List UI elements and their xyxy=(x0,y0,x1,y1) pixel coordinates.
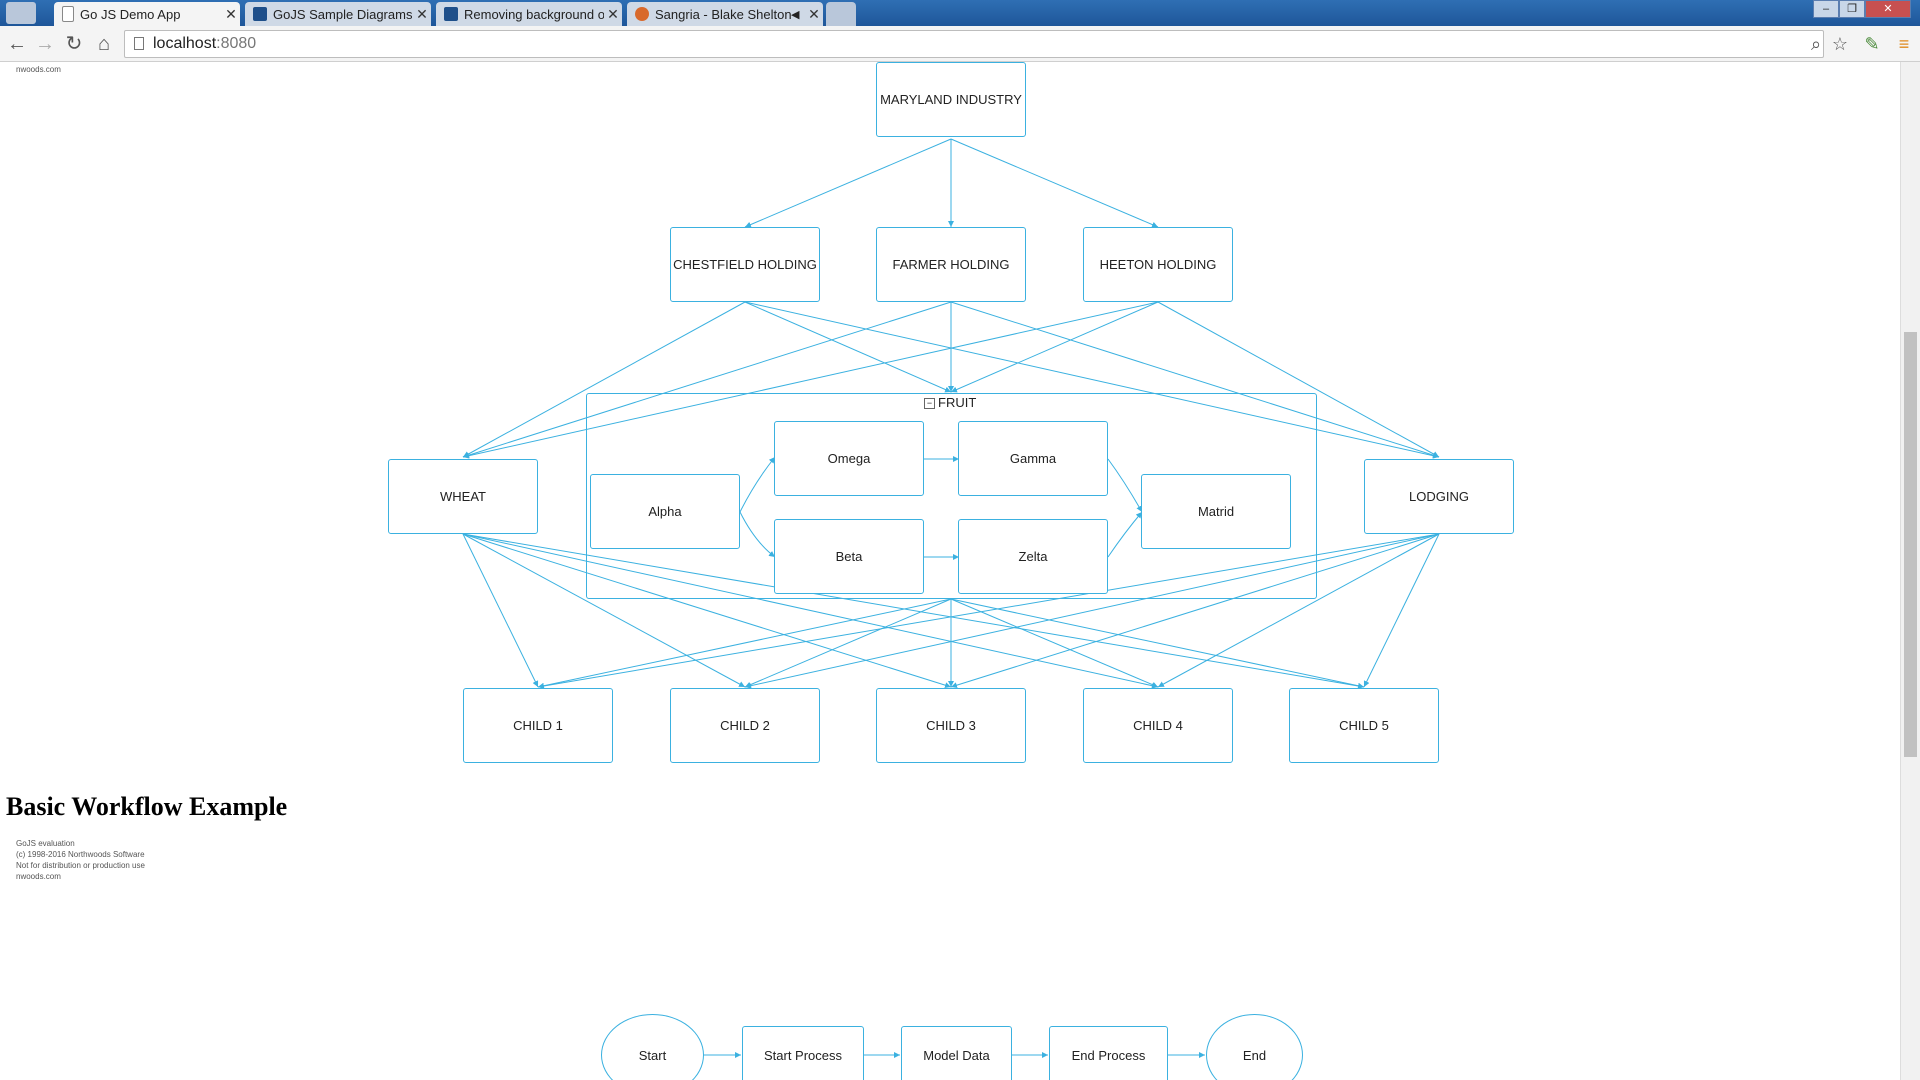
node-label: Gamma xyxy=(1009,451,1057,466)
new-tab-button[interactable] xyxy=(826,2,856,26)
node-child-2[interactable]: CHILD 2 xyxy=(670,688,820,763)
tab-label: Removing background on xyxy=(464,6,604,22)
group-title: FRUIT xyxy=(938,395,977,410)
group-fruit-header: −FRUIT xyxy=(924,395,976,410)
workflow-end-node[interactable]: End xyxy=(1206,1014,1303,1080)
evaluation-line: (c) 1998-2016 Northwoods Software xyxy=(16,850,145,859)
evaluation-line: GoJS evaluation xyxy=(16,839,75,848)
address-host: localhost xyxy=(153,35,217,52)
tab-gojs-sample-diagrams[interactable]: GoJS Sample Diagrams for ✕ xyxy=(245,2,431,26)
node-maryland-industry[interactable]: MARYLAND INDUSTRY xyxy=(876,62,1026,137)
section-heading: Basic Workflow Example xyxy=(6,792,288,821)
workflow-start-process-node[interactable]: Start Process xyxy=(742,1026,864,1080)
node-alpha[interactable]: Alpha xyxy=(590,474,740,549)
collapse-icon[interactable]: − xyxy=(924,398,935,410)
evaluation-notice: GoJS evaluation (c) 1998-2016 Northwoods… xyxy=(16,838,145,882)
forward-arrow-icon[interactable]: → xyxy=(35,33,55,55)
extension-icon[interactable]: ✎ xyxy=(1864,34,1880,54)
reload-icon[interactable]: ↻ xyxy=(65,33,83,55)
node-label: CHILD 4 xyxy=(1133,718,1183,733)
menu-icon[interactable]: ≡ xyxy=(1898,34,1910,54)
node-label: CHILD 3 xyxy=(926,718,976,733)
node-label: End Process xyxy=(1071,1047,1146,1063)
watermark-text: nwoods.com xyxy=(16,65,61,74)
tab-go-js-demo-app[interactable]: Go JS Demo App ✕ xyxy=(54,2,240,26)
tab-label: Go JS Demo App xyxy=(80,6,181,22)
evaluation-line: nwoods.com xyxy=(16,872,61,881)
gojs-favicon xyxy=(253,7,267,21)
workflow-end-process-node[interactable]: End Process xyxy=(1049,1026,1168,1080)
node-farmer-holding[interactable]: FARMER HOLDING xyxy=(876,227,1026,302)
browser-toolbar: ← → ↻ ⌂ localhost:8080 ⌕ ☆ ✎ ≡ xyxy=(0,26,1920,62)
tab-sangria[interactable]: Sangria - Blake Shelton ◀ ✕ xyxy=(627,2,823,26)
tab-label: Sangria - Blake Shelton xyxy=(655,6,791,22)
node-label: Matrid xyxy=(1197,504,1235,519)
close-window-button[interactable]: ✕ xyxy=(1865,0,1911,18)
node-label: End xyxy=(1242,1047,1267,1063)
node-wheat[interactable]: WHEAT xyxy=(388,459,538,534)
node-matrid[interactable]: Matrid xyxy=(1141,474,1291,549)
vertical-scrollbar[interactable] xyxy=(1900,62,1920,1080)
node-label: MARYLAND INDUSTRY xyxy=(880,92,1022,107)
node-label: LODGING xyxy=(1409,489,1469,504)
zoom-icon[interactable]: ⌕ xyxy=(1810,34,1822,54)
diagram-links xyxy=(462,138,1440,1058)
node-label: Start xyxy=(638,1047,667,1063)
node-label: CHESTFIELD HOLDING xyxy=(673,257,817,272)
headphones-favicon xyxy=(635,7,649,21)
page-info-icon[interactable] xyxy=(134,37,144,50)
node-label: CHILD 5 xyxy=(1339,718,1389,733)
node-label: Omega xyxy=(827,451,871,466)
node-heeton-holding[interactable]: HEETON HOLDING xyxy=(1083,227,1233,302)
gojs-favicon xyxy=(444,7,458,21)
tab-removing-background[interactable]: Removing background on ✕ xyxy=(436,2,622,26)
scrollbar-thumb[interactable] xyxy=(1904,332,1917,757)
back-arrow-icon[interactable]: ← xyxy=(7,33,27,55)
node-label: Alpha xyxy=(648,504,682,519)
workflow-model-data-node[interactable]: Model Data xyxy=(901,1026,1012,1080)
node-child-4[interactable]: CHILD 4 xyxy=(1083,688,1233,763)
minimize-button[interactable]: – xyxy=(1813,0,1839,18)
browser-titlebar: Go JS Demo App ✕ GoJS Sample Diagrams fo… xyxy=(0,0,1920,26)
node-child-1[interactable]: CHILD 1 xyxy=(463,688,613,763)
node-chestfield-holding[interactable]: CHESTFIELD HOLDING xyxy=(670,227,820,302)
node-beta[interactable]: Beta xyxy=(774,519,924,594)
close-tab-icon[interactable]: ✕ xyxy=(607,5,619,22)
node-label: Zelta xyxy=(1018,549,1048,564)
node-child-3[interactable]: CHILD 3 xyxy=(876,688,1026,763)
restore-button[interactable]: ❐ xyxy=(1839,0,1865,18)
bookmark-star-icon[interactable]: ☆ xyxy=(1831,34,1849,54)
node-omega[interactable]: Omega xyxy=(774,421,924,496)
speaker-icon: ◀ xyxy=(791,8,800,21)
evaluation-line: Not for distribution or production use xyxy=(16,861,145,870)
node-label: HEETON HOLDING xyxy=(1099,257,1217,272)
node-label: Model Data xyxy=(923,1047,990,1063)
node-label: Start Process xyxy=(763,1047,843,1063)
close-tab-icon[interactable]: ✕ xyxy=(225,5,237,22)
group-fruit[interactable] xyxy=(586,393,1317,599)
node-gamma[interactable]: Gamma xyxy=(958,421,1108,496)
node-label: Beta xyxy=(835,549,863,564)
page-content: nwoods.com xyxy=(0,62,1900,1080)
node-label: FARMER HOLDING xyxy=(892,257,1010,272)
node-label: CHILD 2 xyxy=(720,718,770,733)
node-label: WHEAT xyxy=(440,489,486,504)
address-bar[interactable]: localhost:8080 xyxy=(124,30,1824,58)
node-zelta[interactable]: Zelta xyxy=(958,519,1108,594)
page-icon xyxy=(62,6,74,22)
close-tab-icon[interactable]: ✕ xyxy=(416,5,428,22)
browser-menu-icon[interactable] xyxy=(6,2,36,24)
tab-label: GoJS Sample Diagrams for xyxy=(273,6,413,22)
home-icon[interactable]: ⌂ xyxy=(97,33,111,55)
address-port: :8080 xyxy=(216,35,257,52)
node-label: CHILD 1 xyxy=(513,718,563,733)
close-tab-icon[interactable]: ✕ xyxy=(808,5,820,22)
workflow-start-node[interactable]: Start xyxy=(601,1014,704,1080)
node-lodging[interactable]: LODGING xyxy=(1364,459,1514,534)
node-child-5[interactable]: CHILD 5 xyxy=(1289,688,1439,763)
